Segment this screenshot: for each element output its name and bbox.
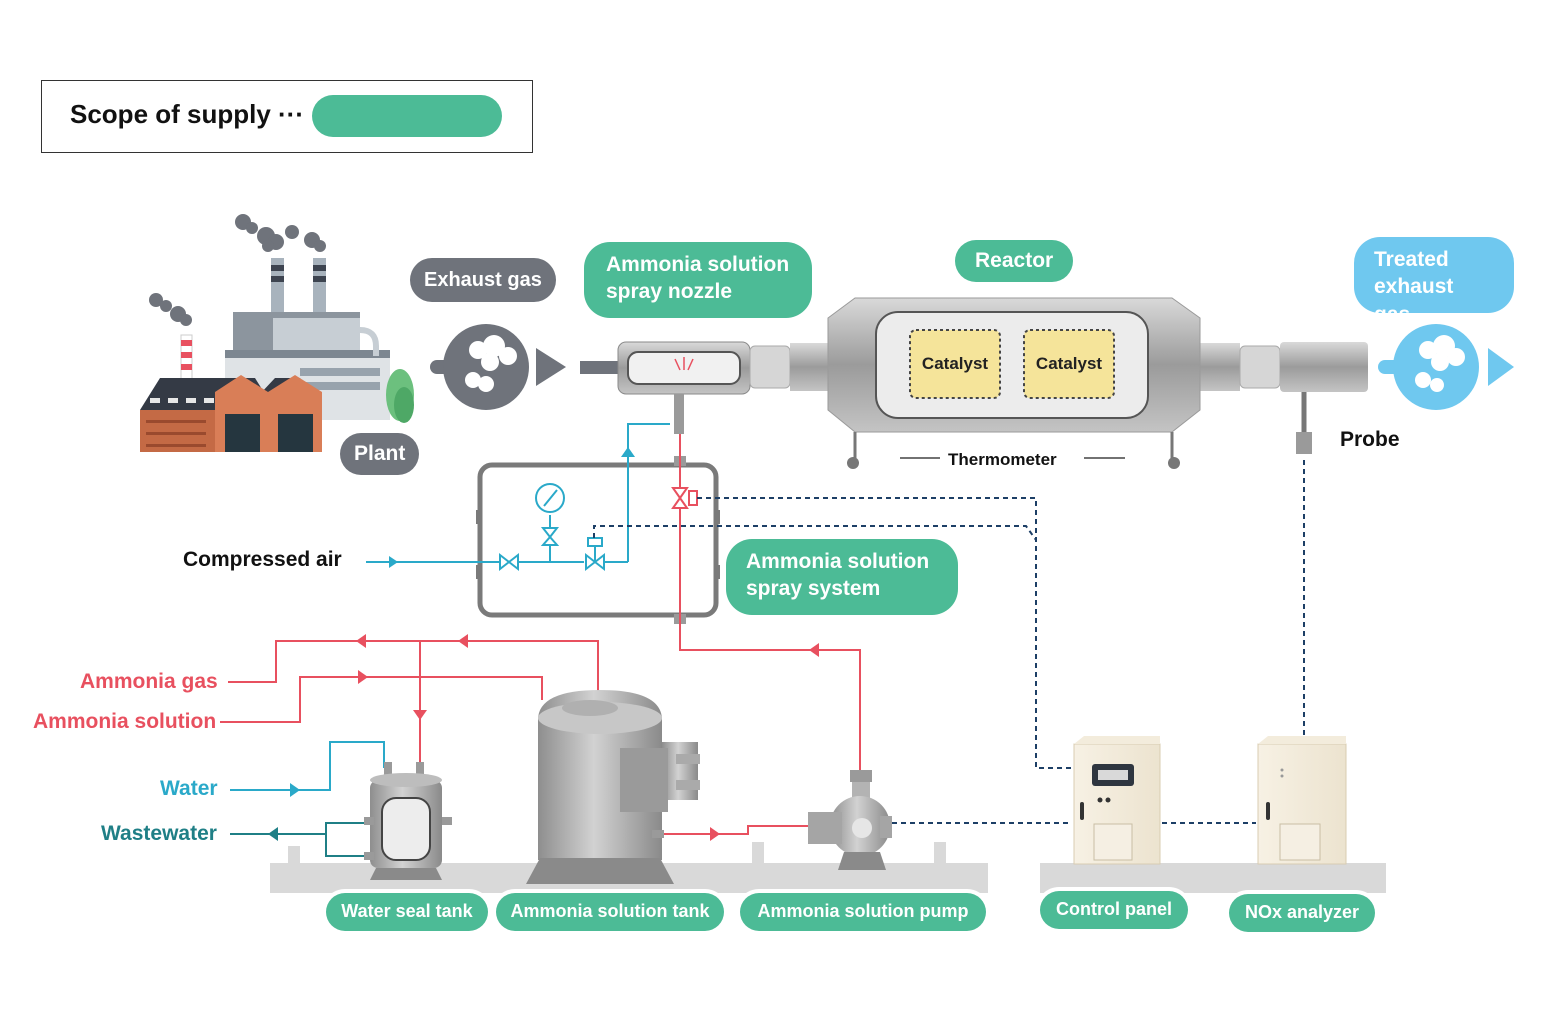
ammonia-solution-pump-label: Ammonia solution pump — [740, 893, 986, 931]
compressed-air-label: Compressed air — [183, 548, 342, 571]
ammonia-solution-feed-line — [671, 434, 861, 770]
catalyst-label-2: Catalyst — [1035, 354, 1103, 373]
ammonia-solution-feed-arrow — [809, 643, 819, 657]
nox-analyzer-label: NOx analyzer — [1229, 894, 1375, 932]
thermometer-label: Thermometer — [948, 450, 1057, 469]
reactor-vessel — [827, 297, 1201, 469]
treated-gas-label-line-1: Treated — [1374, 248, 1449, 271]
spray-system-label: Ammonia solution spray system — [726, 539, 958, 615]
ammonia-line-arrows — [356, 634, 720, 841]
control-panel-label: Control panel — [1040, 891, 1188, 929]
treated-gas-label: Treated exhaust gas — [1354, 237, 1514, 326]
probe-device — [1296, 392, 1312, 454]
ammonia-line-network — [220, 640, 808, 835]
ammonia-solution-tank — [526, 690, 700, 884]
ammonia-solution-pump — [808, 770, 892, 870]
spray-system-label-line-2: spray system — [746, 577, 881, 601]
compressed-air-up-arrow — [621, 447, 635, 457]
wastewater-label: Wastewater — [101, 822, 217, 845]
water-arrow — [290, 783, 300, 797]
compressed-air-arrow — [389, 556, 398, 568]
spray-nozzle-label: Ammonia solution spray nozzle — [584, 242, 812, 318]
catalyst-label-1: Catalyst — [921, 354, 989, 373]
nox-analyzer-cabinet — [1257, 736, 1347, 865]
signal-lines — [593, 460, 1305, 824]
nozzle-stem — [674, 394, 684, 434]
ammonia-solution-tank-label: Ammonia solution tank — [496, 893, 724, 931]
scope-of-supply-swatch — [312, 95, 502, 137]
spray-system-label-line-1: Ammonia solution — [746, 550, 930, 573]
ammonia-gas-label: Ammonia gas — [80, 670, 218, 693]
water-seal-tank — [364, 762, 452, 880]
legend-box: Scope of supply ··· — [41, 80, 533, 153]
plant-label: Plant — [340, 433, 420, 475]
catalyst-block-1 — [909, 329, 1001, 399]
analyzer-base — [1040, 863, 1386, 893]
probe-label: Probe — [1340, 428, 1400, 451]
treated-gas-icon — [1378, 324, 1514, 410]
water-line — [230, 741, 385, 791]
catalyst-block-2 — [1023, 329, 1115, 399]
water-label: Water — [160, 777, 218, 800]
ammonia-solution-label: Ammonia solution — [33, 710, 217, 733]
compressed-air-line — [366, 423, 670, 572]
reactor-label: Reactor — [955, 240, 1074, 282]
plant-illustration — [140, 214, 414, 452]
wastewater-arrow — [268, 827, 278, 841]
main-duct — [580, 341, 1368, 395]
water-seal-tank-label: Water seal tank — [326, 893, 488, 931]
spray-nozzle-label-line-1: Ammonia solution — [606, 253, 790, 276]
legend-label: Scope of supply ··· — [70, 99, 304, 129]
treated-gas-label-line-2: exhaust gas — [1374, 275, 1454, 326]
spray-nozzle-label-line-2: spray nozzle — [606, 280, 733, 304]
exhaust-gas-icon — [430, 324, 566, 410]
exhaust-gas-label: Exhaust gas — [410, 258, 556, 302]
control-panel-cabinet — [1073, 736, 1161, 865]
